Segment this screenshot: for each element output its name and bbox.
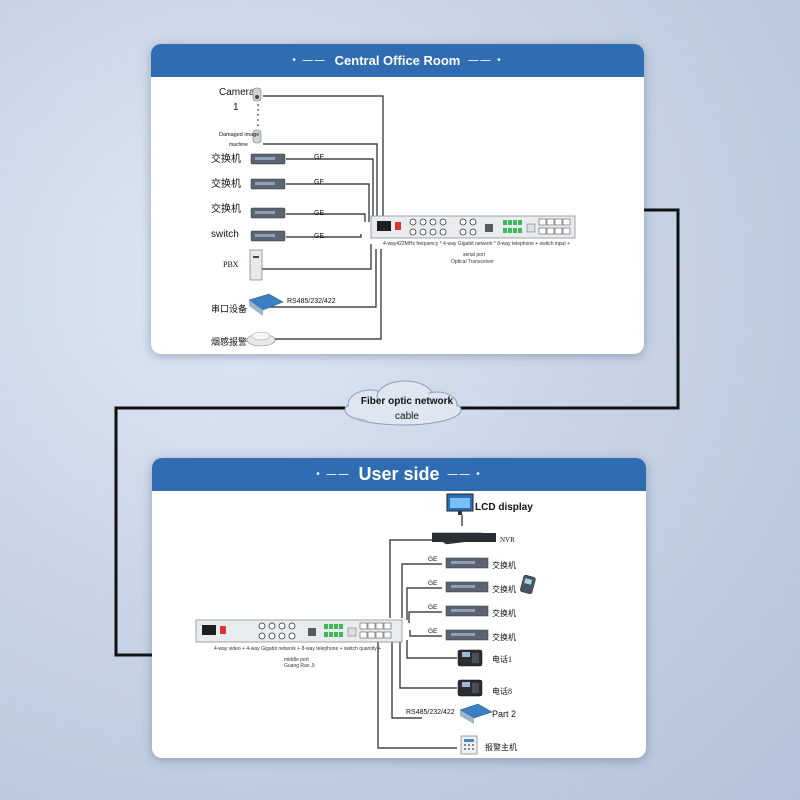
transceiver-name: Optical Transceiver [451,259,494,265]
smoke-label: 烟感报警 [211,336,247,347]
switch-label-b2: 交换机 [492,584,516,594]
user-side-panel: • —— User side —— • LCD display [152,458,646,758]
ge-label-b2: GE [428,580,438,587]
serial-device-icon-b [459,703,493,724]
handheld-device-icon [520,574,536,595]
user-transceiver-port: middle port [284,657,309,663]
alarm-label: 报警主机 [485,742,517,752]
central-office-panel: • —— Central Office Room —— • Camera 1 D… [151,44,644,354]
switch-label-4: switch [211,229,239,240]
switch-icon-b1 [445,557,489,569]
switch-icon-3 [250,207,286,219]
nvr-icon [431,532,497,545]
header-dots-left-2: • —— [316,469,351,480]
camera-index: 1 [233,102,239,113]
ge-label-b3: GE [428,604,438,611]
nvr-label: NVR [500,536,515,544]
ge-label-1: GE [314,154,324,161]
phone-label-8: 电话8 [492,686,512,696]
lcd-display-icon [446,493,474,515]
machine-label: machine [229,142,248,148]
ge-label-b4: GE [428,628,438,635]
user-transceiver-icon [195,619,403,643]
phone-icon-1 [457,649,483,667]
office-wiring [261,95,384,340]
switch-icon-b2 [445,581,489,593]
header-dots-left: • —— [292,55,327,66]
user-transceiver-description: 4-way video + 4-way Gigabit network + 8-… [214,646,381,652]
serial-label: 串口设备 [211,303,247,314]
switch-icon-2 [250,178,286,190]
pbx-label: PBX [223,260,239,269]
optical-transceiver-icon [370,215,576,239]
part2-label: Part 2 [492,709,516,719]
lcd-label: LCD display [475,502,533,513]
user-transceiver-name: Guang Ran Ji [284,663,315,669]
user-side-header: • —— User side —— • [152,458,646,491]
switch-icon-1 [250,153,286,165]
transceiver-description: 4-way422MHz frequency * 4-way Gigabit ne… [383,241,570,247]
header-dots-right: —— • [468,55,503,66]
phone-label-1: 电话1 [492,654,512,664]
switch-label-2: 交换机 [211,177,241,190]
switch-label-b1: 交换机 [492,560,516,570]
switch-icon-4 [250,230,286,242]
switch-label-b4: 交换机 [492,632,516,642]
rs-label-b: RS485/232/422 [406,709,455,716]
central-office-title: Central Office Room [334,53,461,68]
switch-label-b3: 交换机 [492,608,516,618]
camera-label: Camera [219,87,255,98]
switch-label-1: 交换机 [211,152,241,165]
serial-device-icon [248,293,284,316]
camera-icon-2 [252,129,262,144]
ge-label-2: GE [314,179,324,186]
user-side-title: User side [358,464,440,484]
ge-label-b1: GE [428,556,438,563]
smoke-detector-icon [246,331,276,347]
user-side-diagram: LCD display NVR GE 交换机 GE 交换机 GE 交换机 [195,493,536,755]
switch-icon-b4 [445,629,489,641]
damaged-label: Damaged image [219,132,259,138]
central-office-diagram: Camera 1 Damaged image machine 交换机 GE 交换… [211,87,576,347]
ge-label-4: GE [314,233,324,240]
header-dots-right-2: —— • [447,469,482,480]
phone-icon-8 [457,679,483,697]
switch-label-3: 交换机 [211,202,241,215]
rs-label: RS485/232/422 [287,298,336,305]
switch-icon-b3 [445,605,489,617]
camera-icon [252,87,262,102]
ge-label-3: GE [314,210,324,217]
alarm-host-icon [460,735,478,755]
transceiver-serial: serial port [463,252,486,258]
user-wiring [377,515,463,749]
fiber-cable-line [460,208,680,410]
pbx-icon [249,249,263,281]
central-office-header: • —— Central Office Room —— • [151,44,644,77]
